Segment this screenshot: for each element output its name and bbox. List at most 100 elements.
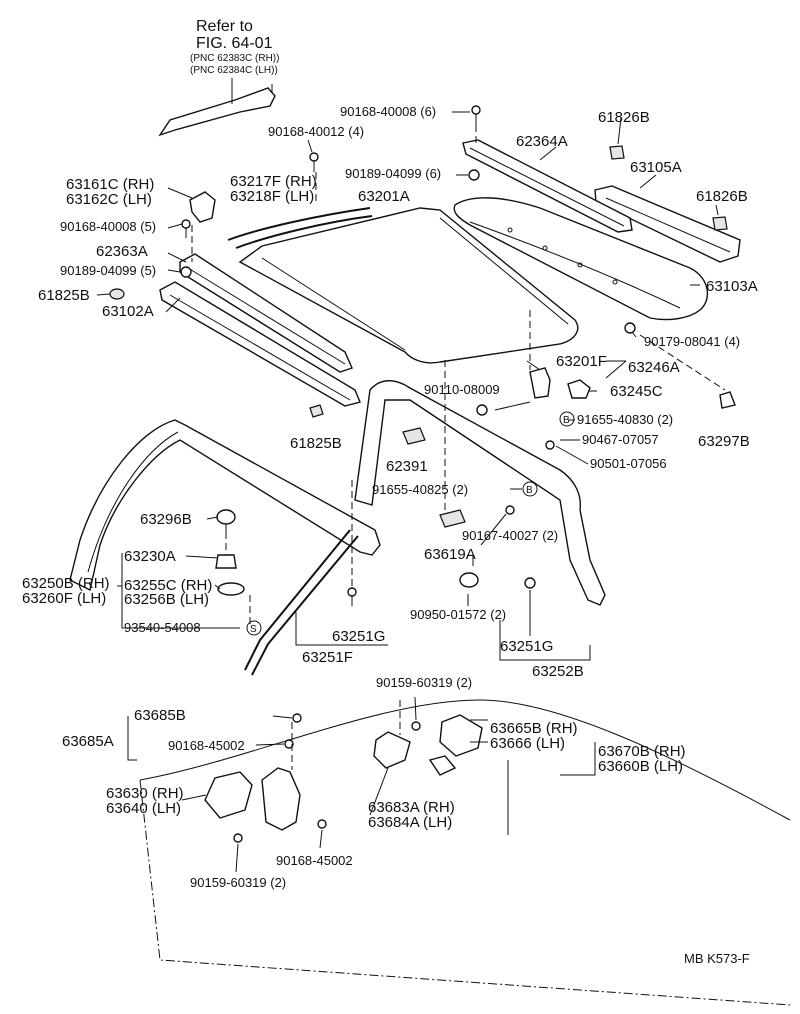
pad-61826B-upper bbox=[609, 145, 625, 160]
rail-bracket bbox=[189, 191, 216, 223]
label-63660B: 63660B (LH) bbox=[598, 758, 683, 775]
part-labels: 90168-40008 (6) 62364A 61826B 90168-4001… bbox=[22, 104, 758, 966]
label-90110-08009: 90110-08009 bbox=[424, 382, 500, 397]
label-90168-40012-4: 90168-40012 (4) bbox=[268, 124, 364, 139]
label-62391: 62391 bbox=[386, 458, 428, 475]
clip-62391 bbox=[402, 427, 426, 445]
label-63666: 63666 (LH) bbox=[490, 735, 565, 752]
group-brackets bbox=[117, 553, 596, 835]
bracket-63201F bbox=[529, 367, 551, 399]
alignment-lines bbox=[191, 125, 726, 770]
label-61826B-lower: 61826B bbox=[696, 188, 748, 205]
callout-s: S bbox=[246, 620, 262, 636]
roof-side-rail-62364A bbox=[462, 139, 633, 233]
label-90167-40027: 90167-40027 (2) bbox=[462, 528, 558, 543]
label-90189-04099-5: 90189-04099 (5) bbox=[60, 263, 156, 278]
label-63252B: 63252B bbox=[532, 663, 584, 680]
stopper-63297B bbox=[719, 391, 736, 409]
label-90501-07056: 90501-07056 bbox=[590, 456, 667, 471]
clip-63619A bbox=[439, 509, 466, 528]
body-outline-lower bbox=[139, 699, 791, 1006]
handle-63683A bbox=[373, 731, 411, 769]
leader-lines bbox=[96, 111, 719, 873]
label-63251F: 63251F bbox=[302, 649, 353, 666]
label-63103A: 63103A bbox=[706, 278, 758, 295]
striker-63670B bbox=[428, 755, 457, 776]
pad-61826B-lower bbox=[712, 216, 728, 231]
rear-roof-panel bbox=[453, 197, 709, 321]
refer-line-1: Refer to bbox=[196, 18, 253, 35]
pad-61825B-lower bbox=[309, 404, 324, 418]
label-63230A: 63230A bbox=[124, 548, 176, 565]
label-63102A: 63102A bbox=[102, 303, 154, 320]
label-61825B-upper: 61825B bbox=[38, 287, 90, 304]
label-63201A: 63201A bbox=[358, 188, 410, 205]
callout-b-upper: B bbox=[559, 411, 575, 427]
windshield-frame bbox=[69, 419, 381, 592]
bushing-63230A bbox=[215, 554, 237, 569]
label-91655-40825: 91655-40825 (2) bbox=[372, 482, 468, 497]
label-90159-60319-lower: 90159-60319 (2) bbox=[190, 875, 286, 890]
windshield-trim bbox=[244, 529, 359, 676]
hook-63685A bbox=[261, 767, 301, 831]
label-63685B: 63685B bbox=[134, 707, 186, 724]
figure-code: MB K573-F bbox=[684, 951, 750, 966]
label-90179-08041: 90179-08041 (4) bbox=[644, 334, 740, 349]
callout-b-lower: B bbox=[522, 481, 538, 497]
label-63246A: 63246A bbox=[628, 359, 680, 376]
label-63630: 63630 (RH) bbox=[106, 785, 184, 802]
label-63162C: 63162C (LH) bbox=[66, 191, 152, 208]
grommet-90950 bbox=[459, 572, 479, 588]
callout-b-lower-text: B bbox=[526, 485, 533, 496]
label-90189-04099-6: 90189-04099 (6) bbox=[345, 166, 441, 181]
reference-note: Refer to FIG. 64-01 (PNC 62383C (RH)) (P… bbox=[190, 18, 279, 76]
label-90159-60319-upper: 90159-60319 (2) bbox=[376, 675, 472, 690]
label-63256B: 63256B (LH) bbox=[124, 591, 209, 608]
label-63218F: 63218F (LH) bbox=[230, 188, 314, 205]
label-62364A: 62364A bbox=[516, 133, 568, 150]
label-63685A: 63685A bbox=[62, 733, 114, 750]
callout-s-text: S bbox=[250, 624, 257, 635]
label-93540-54008: 93540-54008 bbox=[124, 620, 201, 635]
label-63683A: 63683A (RH) bbox=[368, 799, 455, 816]
lock-63630 bbox=[204, 771, 253, 819]
label-63619A: 63619A bbox=[424, 546, 476, 563]
label-90168-40008-5: 90168-40008 (5) bbox=[60, 219, 156, 234]
label-61826B-upper: 61826B bbox=[598, 109, 650, 126]
label-63105A: 63105A bbox=[630, 159, 682, 176]
refer-line-3: (PNC 62383C (RH)) bbox=[190, 53, 279, 64]
label-63255C: 63255C (RH) bbox=[124, 577, 212, 594]
label-63250B: 63250B (RH) bbox=[22, 575, 110, 592]
label-63217F: 63217F (RH) bbox=[230, 173, 317, 190]
pad-61825B-upper bbox=[109, 288, 125, 300]
label-63684A: 63684A (LH) bbox=[368, 814, 452, 831]
label-61825B-lower: 61825B bbox=[290, 435, 342, 452]
label-90168-45002-lower: 90168-45002 bbox=[276, 853, 353, 868]
label-63251G-right: 63251G bbox=[500, 638, 553, 655]
label-63665B: 63665B (RH) bbox=[490, 720, 578, 737]
label-90168-45002-upper: 90168-45002 bbox=[168, 738, 245, 753]
label-90467-07057: 90467-07057 bbox=[582, 432, 659, 447]
label-90950-01572: 90950-01572 (2) bbox=[410, 607, 506, 622]
label-62363A: 62363A bbox=[96, 243, 148, 260]
label-63260F: 63260F (LH) bbox=[22, 590, 106, 607]
label-90168-40008-6: 90168-40008 (6) bbox=[340, 104, 436, 119]
refer-line-4: (PNC 62384C (LH)) bbox=[190, 65, 278, 76]
roof-side-trim bbox=[354, 380, 606, 606]
reference-bracket bbox=[158, 78, 276, 137]
roof-weatherstrip bbox=[227, 207, 373, 249]
label-63670B: 63670B (RH) bbox=[598, 743, 686, 760]
striker-63665B bbox=[439, 714, 483, 757]
screws bbox=[180, 105, 636, 843]
label-63296B: 63296B bbox=[140, 511, 192, 528]
label-63245C: 63245C bbox=[610, 383, 663, 400]
latch-63245C bbox=[567, 379, 591, 399]
plate-63255C bbox=[217, 582, 245, 596]
label-63161C: 63161C (RH) bbox=[66, 176, 154, 193]
label-63297B: 63297B bbox=[698, 433, 750, 450]
knob-63296B bbox=[216, 509, 236, 532]
label-91655-40830: 91655-40830 (2) bbox=[577, 412, 673, 427]
main-roof-panel bbox=[238, 207, 579, 364]
label-63640: 63640 (LH) bbox=[106, 800, 181, 817]
